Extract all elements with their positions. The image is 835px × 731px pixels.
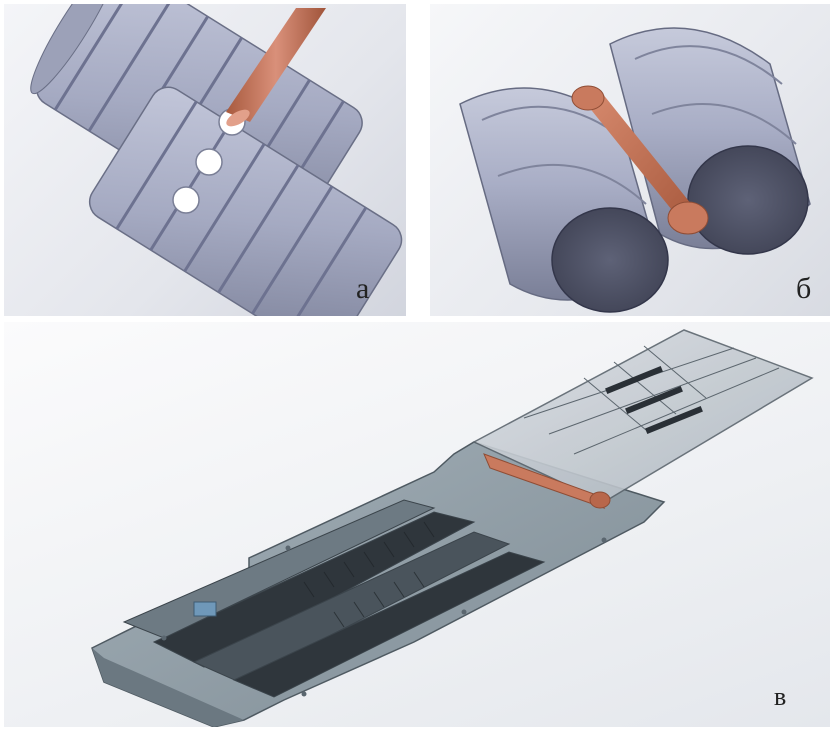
mounting-holes	[161, 537, 607, 697]
grooved-rolls-illustration	[30, 4, 403, 316]
copper-rod	[571, 85, 709, 235]
lower-roll	[88, 86, 403, 316]
copper-rod	[226, 8, 326, 127]
panel-label-b: б	[796, 272, 812, 305]
guide-assembly-illustration	[91, 329, 814, 727]
left-roll	[459, 87, 669, 313]
panel-label-v: в	[774, 682, 787, 711]
blue-fitting	[193, 601, 217, 617]
smooth-rolls-illustration	[459, 27, 811, 313]
panel-a-grooved-rolls: а	[4, 4, 406, 316]
copper-rod	[483, 453, 611, 509]
panel-v-guide-assembly: в	[4, 322, 830, 727]
channel-hatching	[303, 521, 435, 628]
panel-label-a: а	[356, 272, 370, 305]
pass-holes	[172, 108, 246, 214]
panel-b-smooth-rolls: б	[430, 4, 830, 316]
